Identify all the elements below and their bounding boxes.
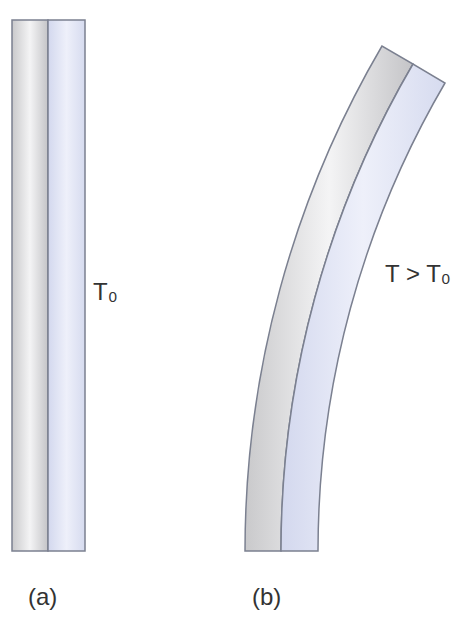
temperature-label: T₀ (93, 280, 118, 304)
bent-strip (245, 46, 445, 551)
panel-label: (a) (28, 585, 57, 609)
straight-strip (12, 20, 85, 551)
temperature-label: T > T₀ (385, 262, 451, 286)
panel-label: (b) (252, 585, 281, 609)
